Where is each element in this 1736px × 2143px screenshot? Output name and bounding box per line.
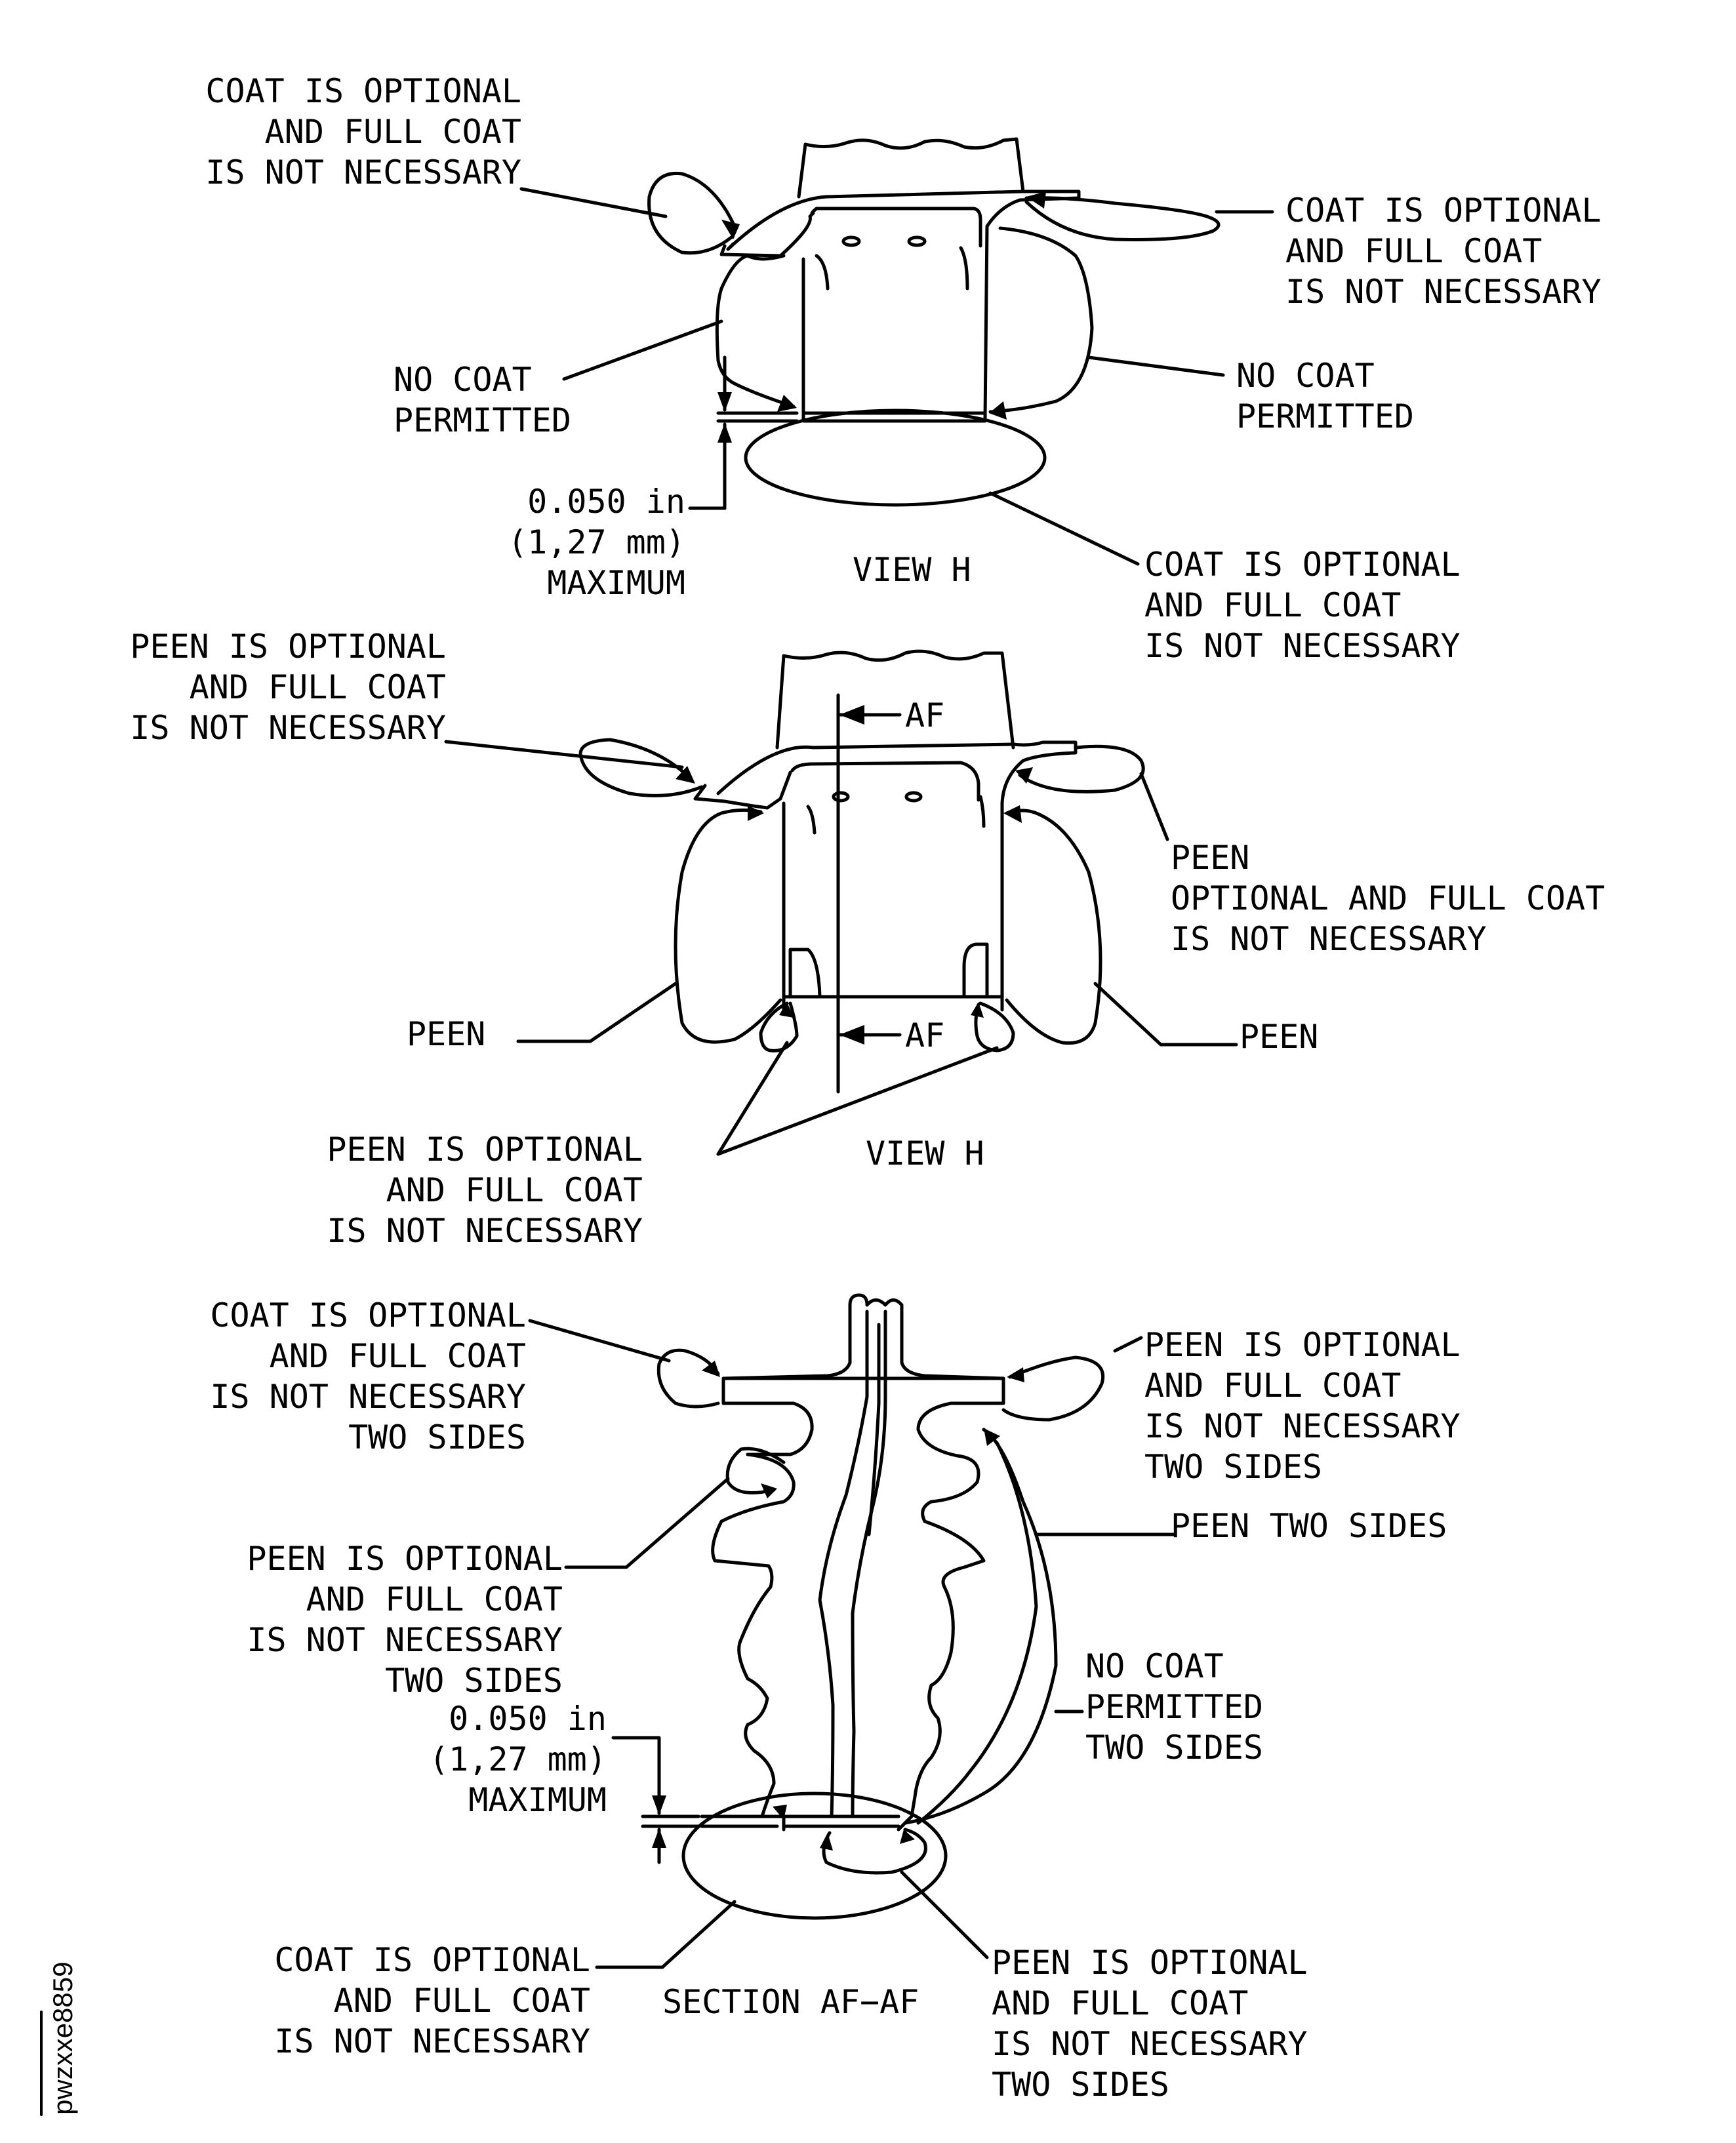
- view-h-mid-leaders: [444, 740, 1238, 1156]
- figure-id: pwzxxe8859: [47, 1961, 78, 2115]
- section-af-peen-optional-left-label: PEEN IS OPTIONAL AND FULL COAT IS NOT NE…: [247, 1540, 563, 1700]
- section-af-peen-optional-bottom-label: PEEN IS OPTIONAL AND FULL COAT IS NOT NE…: [992, 1944, 1308, 2104]
- view-h-top-title: VIEW H: [853, 551, 971, 589]
- section-af-no-coat-label: NO COAT PERMITTED TWO SIDES: [1085, 1647, 1263, 1767]
- view-h-mid-peen-right-label: PEEN: [1240, 1018, 1319, 1056]
- section-af-peen-optional-right-label: PEEN IS OPTIONAL AND FULL COAT IS NOT NE…: [1144, 1326, 1461, 1486]
- view-h-top-coat-optional-right-label: COAT IS OPTIONAL AND FULL COAT IS NOT NE…: [1285, 191, 1602, 311]
- view-h-top-coat-optional-left-label: COAT IS OPTIONAL AND FULL COAT IS NOT NE…: [205, 72, 521, 191]
- section-af-part: [700, 1293, 1005, 1832]
- section-af-coat-optional-left-label: COAT IS OPTIONAL AND FULL COAT IS NOT NE…: [210, 1296, 526, 1456]
- view-h-mid-part: [693, 649, 1078, 1094]
- view-h-top-part: [716, 137, 1081, 423]
- view-h-top-leaders: [519, 187, 1274, 566]
- view-h-top-no-coat-right-label: NO COAT PERMITTED: [1236, 357, 1414, 435]
- section-af-peen-two-sides-label: PEEN TWO SIDES: [1171, 1507, 1447, 1545]
- view-h-mid-peen-optional-bottom-label: PEEN IS OPTIONAL AND FULL COAT IS NOT NE…: [327, 1131, 643, 1250]
- section-marker-af-bottom: AF: [905, 1016, 945, 1054]
- view-h-mid-peen-left-label: PEEN: [407, 1015, 486, 1053]
- view-h-mid-callout-loops: [578, 738, 1145, 1052]
- section-af-title: SECTION AF−AF: [662, 1983, 919, 2021]
- view-h-top-no-coat-left-label: NO COAT PERMITTED: [394, 361, 571, 439]
- view-h-mid-peen-optional-left-label: PEEN IS OPTIONAL AND FULL COAT IS NOT NE…: [130, 628, 446, 747]
- view-h-top-callout-loops: [647, 171, 1221, 507]
- view-h-mid-title: VIEW H: [866, 1134, 984, 1172]
- section-marker-af-top: AF: [905, 696, 945, 734]
- view-h-top-dimension-label: 0.050 in (1,27 mm) MAXIMUM: [508, 483, 685, 602]
- section-af-callout-loops: [656, 1348, 1104, 1920]
- view-h-top-coat-optional-bottom-label: COAT IS OPTIONAL AND FULL COAT IS NOT NE…: [1144, 546, 1461, 665]
- view-h-mid-peen-optional-right-label: PEEN OPTIONAL AND FULL COAT IS NOT NECES…: [1171, 839, 1605, 958]
- section-af-leaders: [528, 1319, 1176, 1969]
- section-af-dimension-label: 0.050 in (1,27 mm) MAXIMUM: [429, 1700, 607, 1819]
- section-af-coat-optional-bottom-label: COAT IS OPTIONAL AND FULL COAT IS NOT NE…: [274, 1941, 590, 2060]
